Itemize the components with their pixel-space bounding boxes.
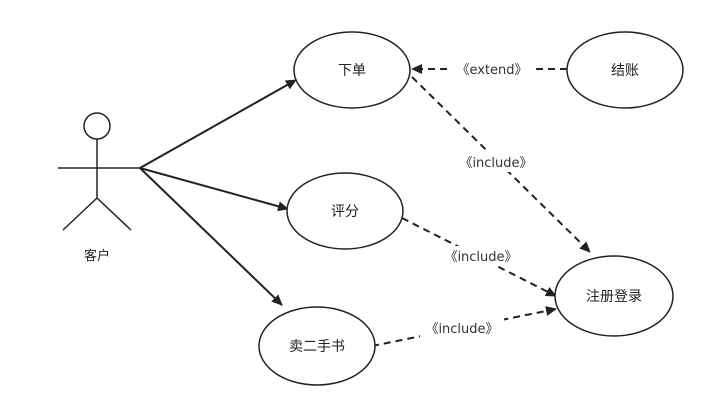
usecase-register-login[interactable]: 注册登录 [554,255,674,337]
usecase-checkout[interactable]: 结账 [566,31,684,109]
actor-label: 客户 [84,248,110,264]
actor-left-leg [62,197,98,231]
label-include-rate: 《include》 [439,246,523,266]
svg-text:评分: 评分 [331,204,359,220]
usecase-order[interactable]: 下单 [293,31,411,109]
actor-right-leg [96,197,132,231]
association-to-rate [139,167,289,212]
include-sell-to-register [371,306,557,347]
actor-customer[interactable]: 客户 [58,112,140,264]
svg-text:《include》: 《include》 [444,250,517,265]
svg-text:卖二手书: 卖二手书 [289,339,345,355]
usecase-rate[interactable]: 评分 [286,172,404,250]
label-extend: 《extend》 [452,59,532,79]
svg-text:下单: 下单 [338,63,366,79]
svg-text:注册登录: 注册登录 [586,289,642,305]
svg-text:《extend》: 《extend》 [456,63,527,78]
svg-text:《include》: 《include》 [459,156,532,171]
association-to-order [139,79,297,169]
label-include-sell: 《include》 [420,318,504,338]
svg-text:结账: 结账 [611,63,639,79]
association-to-sell [139,167,283,306]
svg-text:《include》: 《include》 [425,322,498,337]
actor-head [83,112,111,140]
usecase-sell-used-book[interactable]: 卖二手书 [258,306,376,386]
label-include-order: 《include》 [454,152,538,172]
